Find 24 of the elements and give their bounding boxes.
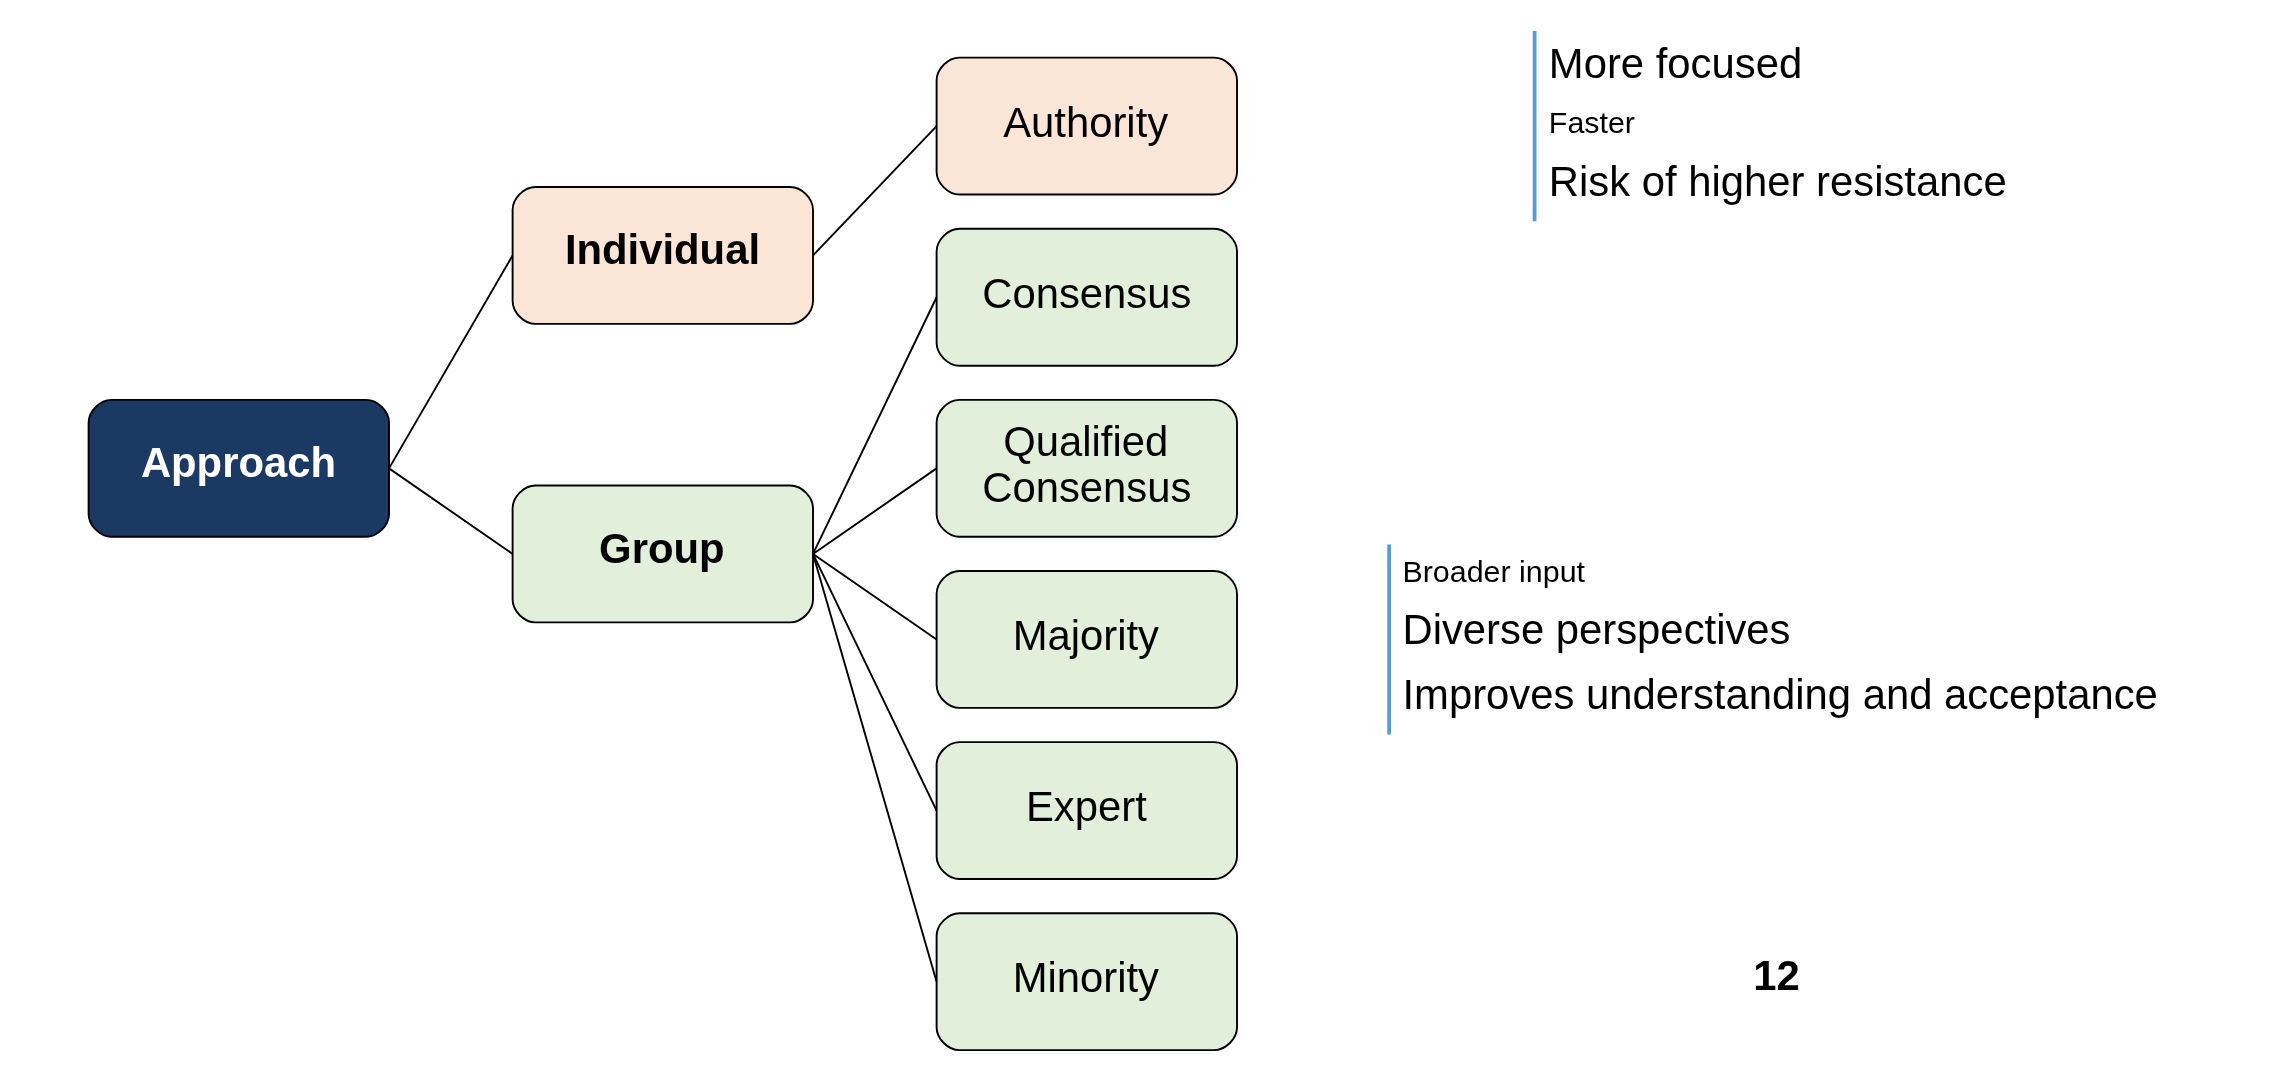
connector [812, 552, 938, 641]
connector [812, 296, 938, 555]
node-box: Individual [511, 186, 814, 325]
label: Risk of higher resistance [1548, 157, 2007, 205]
connector [812, 467, 938, 555]
node-box: Consensus [935, 227, 1238, 367]
connector [812, 552, 938, 983]
connector [388, 467, 514, 555]
node-box: Qualified Consensus [935, 398, 1238, 538]
node-box: Minority [935, 912, 1238, 1052]
node-box: Authority [935, 56, 1238, 196]
connector [388, 254, 514, 470]
connector [812, 552, 938, 812]
label: Broader input [1402, 554, 1585, 589]
label: Improves understanding and acceptance [1402, 671, 2158, 719]
label: Faster [1548, 105, 1636, 140]
label: More focused [1548, 39, 1803, 87]
node-box: Majority [935, 570, 1238, 709]
node-box: Group [511, 484, 814, 624]
connector [812, 125, 938, 257]
label: Diverse perspectives [1402, 606, 1791, 654]
label: 12 [1753, 952, 1800, 1000]
node-box: Expert [935, 741, 1238, 880]
node-box: Approach [87, 398, 390, 538]
